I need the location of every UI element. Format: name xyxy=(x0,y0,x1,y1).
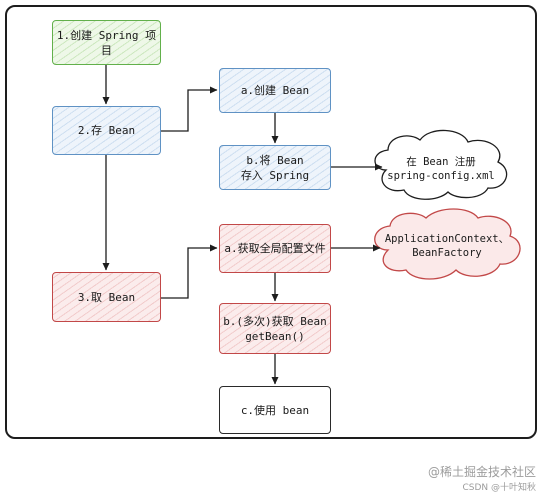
cloud-shape-contexts xyxy=(374,208,521,280)
cloud-register-config: 在 Bean 注册 spring-config.xml xyxy=(387,156,495,182)
arrow-get-to-config xyxy=(161,244,218,299)
node-store-bean: 2.存 Bean xyxy=(52,106,161,155)
cloud-contexts: ApplicationContext、 BeanFactory xyxy=(384,233,510,259)
node-use-bean: c.使用 bean xyxy=(219,386,331,434)
node-register-bean: b.将 Bean 存入 Spring xyxy=(219,145,331,190)
arrow-store-to-create-bean xyxy=(161,86,218,132)
node-create-project: 1.创建 Spring 项目 xyxy=(52,20,161,65)
cloud-shape-register xyxy=(374,129,508,200)
watermark-csdn: CSDN @十叶知秋 xyxy=(462,483,536,493)
watermark-juejin: @稀土掘金技术社区 xyxy=(427,465,536,479)
node-fetch-bean: b.(多次)获取 Bean getBean() xyxy=(219,303,331,354)
node-create-bean: a.创建 Bean xyxy=(219,68,331,113)
node-get-config: a.获取全局配置文件 xyxy=(219,224,331,273)
node-get-bean: 3.取 Bean xyxy=(52,272,161,322)
